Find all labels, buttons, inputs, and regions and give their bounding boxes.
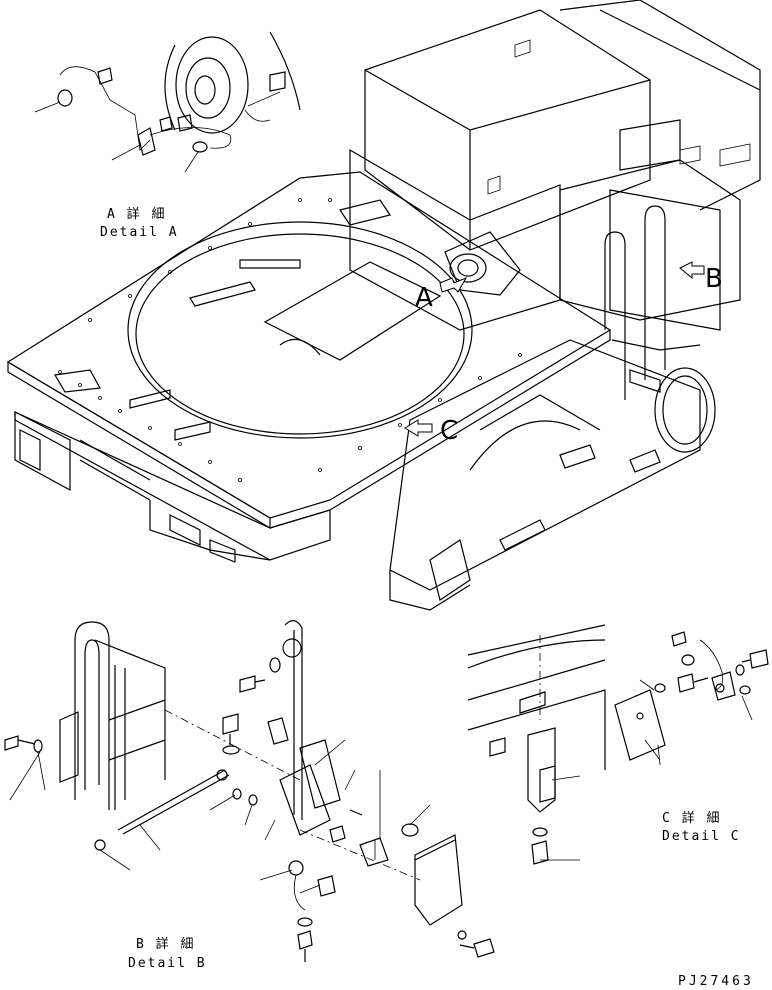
callout-arrow-b [679,261,705,280]
handrail-ladder [604,189,721,400]
revolving-frame-main-view [6,171,612,563]
callout-label-c: C [440,416,459,446]
callout-arrow-a [439,276,468,293]
callout-label-a: A [415,283,433,313]
detail-a-caption-jp: A 詳 細 [107,207,167,222]
detail-a-drawing [34,31,301,173]
detail-b-caption-jp: B 詳 細 [136,937,196,952]
detail-c-caption-en: Detail C [662,829,741,844]
leader-lines [9,679,661,894]
callout-label-b: B [705,264,723,294]
drawing-number: PJ27463 [678,974,754,989]
detail-a-caption-en: Detail A [100,225,179,240]
carbody-frame [389,339,716,611]
detail-c-caption-jp: C 詳 細 [662,811,722,826]
upper-body-housing [349,0,761,331]
detail-b-caption-en: Detail B [128,956,207,971]
detail-b-drawing [4,620,495,962]
callout-arrow-c [404,419,433,437]
detail-c-drawing [467,624,769,865]
